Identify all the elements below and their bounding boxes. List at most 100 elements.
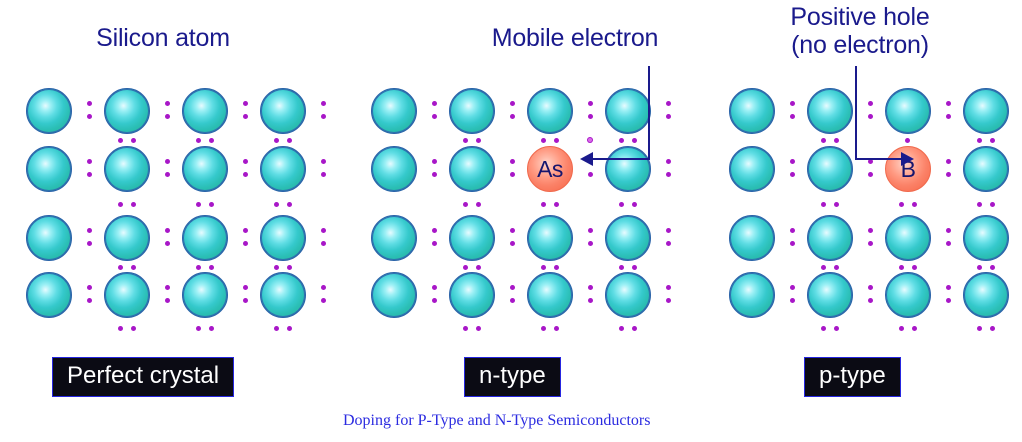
electron-dot (131, 326, 136, 331)
electron-dot (165, 114, 170, 119)
electron-dot (554, 326, 559, 331)
silicon-atom (26, 88, 72, 134)
electron-dot (432, 114, 437, 119)
electron-dot (432, 172, 437, 177)
silicon-atom (104, 215, 150, 261)
positive-hole-arrowhead (901, 152, 914, 166)
electron-dot (821, 265, 826, 270)
silicon-atom (182, 215, 228, 261)
electron-dot (87, 228, 92, 233)
electron-dot (321, 159, 326, 164)
panel-label-p-type: p-type (804, 357, 901, 397)
electron-dot (165, 298, 170, 303)
electron-dot (666, 241, 671, 246)
panel-label-perfect-crystal: Perfect crystal (52, 357, 235, 397)
silicon-atom (449, 215, 495, 261)
electron-dot (946, 101, 951, 106)
silicon-atom (885, 272, 931, 318)
electron-dot (990, 326, 995, 331)
silicon-atom (26, 272, 72, 318)
positive-hole-single-electron (905, 138, 910, 143)
electron-dot (912, 265, 917, 270)
electron-dot (321, 172, 326, 177)
electron-dot (899, 326, 904, 331)
electron-dot (287, 326, 292, 331)
electron-dot (946, 114, 951, 119)
electron-dot (554, 138, 559, 143)
electron-dot (432, 228, 437, 233)
electron-dot (821, 138, 826, 143)
electron-dot (87, 159, 92, 164)
electron-dot (118, 202, 123, 207)
electron-dot (790, 172, 795, 177)
silicon-atom (260, 146, 306, 192)
mobile-electron-dot (588, 138, 592, 142)
silicon-atom (885, 215, 931, 261)
electron-dot (588, 285, 593, 290)
electron-dot (946, 159, 951, 164)
electron-dot (632, 138, 637, 143)
electron-dot (87, 241, 92, 246)
electron-dot (87, 172, 92, 177)
electron-dot (510, 285, 515, 290)
silicon-atom (963, 272, 1009, 318)
electron-dot (510, 298, 515, 303)
silicon-atom (807, 215, 853, 261)
silicon-atom (807, 88, 853, 134)
electron-dot (476, 326, 481, 331)
electron-dot (868, 241, 873, 246)
electron-dot (946, 298, 951, 303)
electron-dot (946, 228, 951, 233)
electron-dot (243, 298, 248, 303)
silicon-atom (605, 215, 651, 261)
electron-dot (209, 202, 214, 207)
electron-dot (165, 285, 170, 290)
silicon-atom (371, 272, 417, 318)
electron-dot (274, 326, 279, 331)
mobile-electron-arrow-vertical (648, 66, 650, 160)
electron-dot (510, 114, 515, 119)
electron-dot (196, 202, 201, 207)
electron-dot (541, 265, 546, 270)
electron-dot (510, 228, 515, 233)
electron-dot (432, 285, 437, 290)
silicon-atom (104, 272, 150, 318)
electron-dot (510, 159, 515, 164)
electron-dot (990, 202, 995, 207)
electron-dot (554, 202, 559, 207)
electron-dot (243, 101, 248, 106)
panel-heading-silicon-atom: Silicon atom (96, 24, 230, 52)
electron-dot (790, 241, 795, 246)
electron-dot (165, 159, 170, 164)
silicon-atom (729, 88, 775, 134)
electron-dot (990, 138, 995, 143)
electron-dot (946, 241, 951, 246)
electron-dot (432, 298, 437, 303)
electron-dot (588, 114, 593, 119)
electron-dot (243, 241, 248, 246)
electron-dot (131, 202, 136, 207)
silicon-atom (260, 272, 306, 318)
electron-dot (899, 202, 904, 207)
electron-dot (977, 138, 982, 143)
electron-dot (476, 265, 481, 270)
electron-dot (666, 159, 671, 164)
electron-dot (510, 172, 515, 177)
electron-dot (463, 326, 468, 331)
electron-dot (287, 265, 292, 270)
electron-dot (619, 326, 624, 331)
silicon-atom (371, 146, 417, 192)
electron-dot (868, 101, 873, 106)
silicon-atom (729, 146, 775, 192)
dopant-atom-as: As (527, 146, 573, 192)
electron-dot (432, 159, 437, 164)
silicon-atom (605, 146, 651, 192)
electron-dot (131, 265, 136, 270)
electron-dot (321, 101, 326, 106)
electron-dot (834, 326, 839, 331)
electron-dot (243, 172, 248, 177)
electron-dot (321, 114, 326, 119)
electron-dot (790, 298, 795, 303)
electron-dot (432, 101, 437, 106)
